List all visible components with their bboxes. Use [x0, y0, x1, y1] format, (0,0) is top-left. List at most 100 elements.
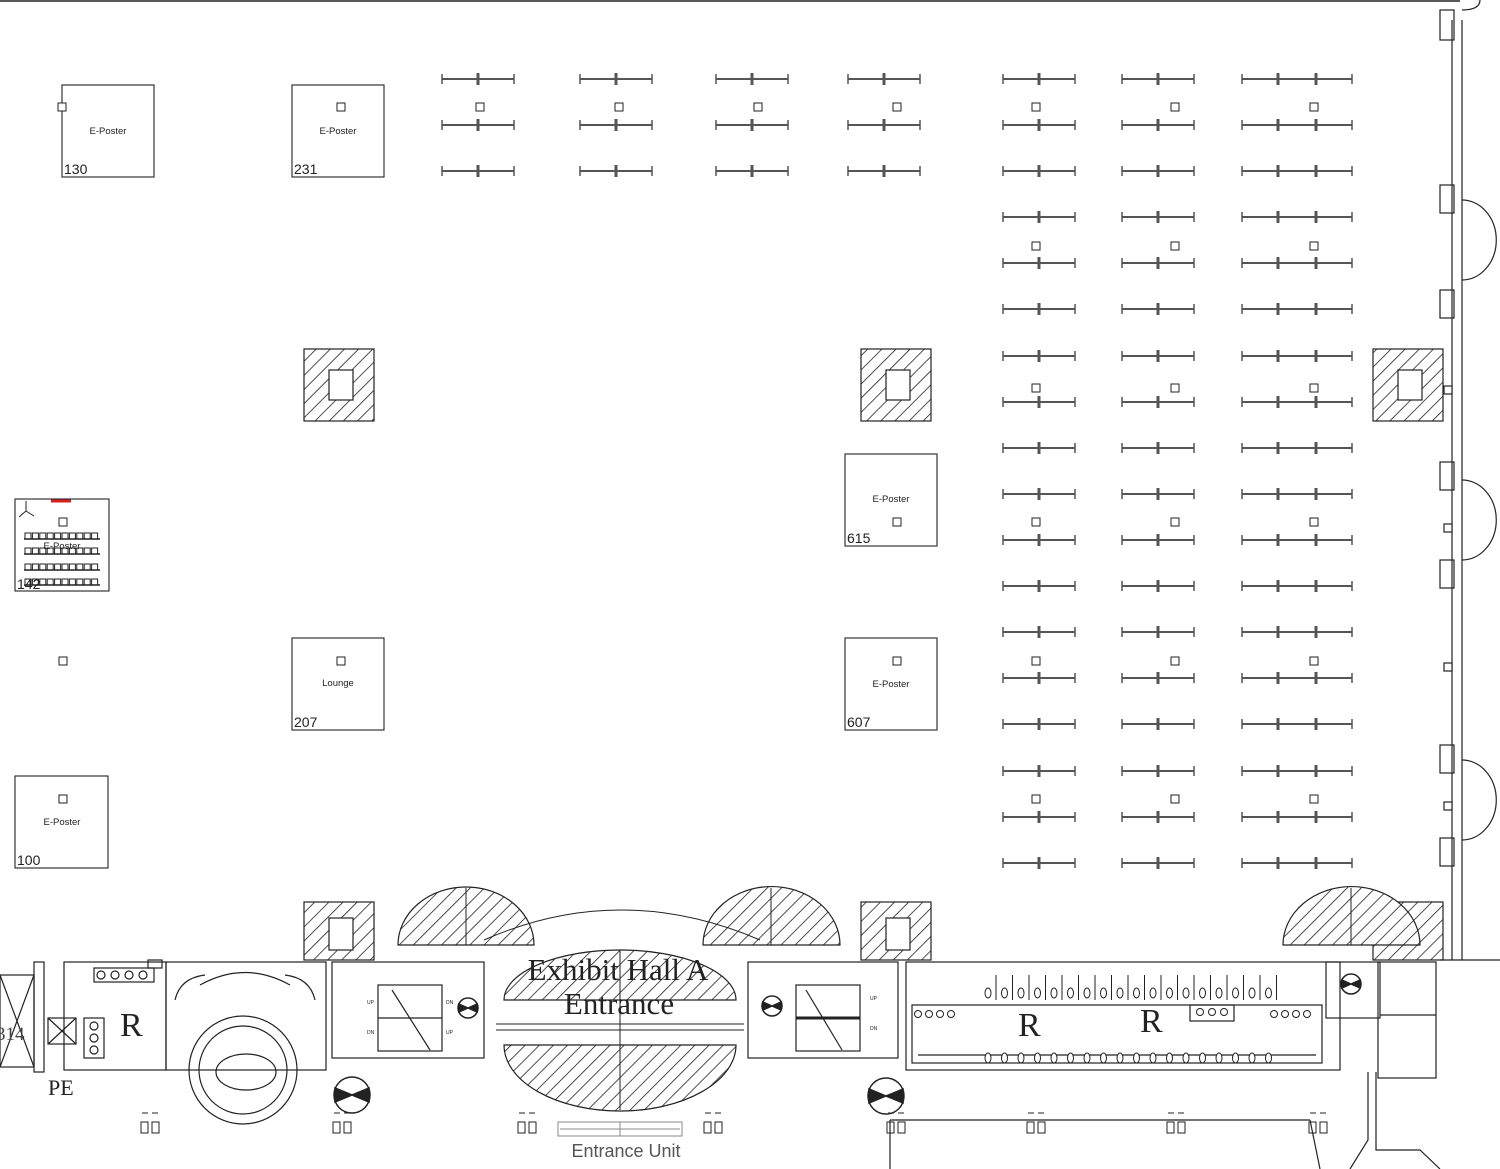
fixture: [1149, 987, 1157, 999]
fixture: [1199, 1052, 1206, 1064]
booth-label: E-Poster: [44, 817, 81, 828]
fixture: [1166, 1052, 1173, 1064]
poster-board: [441, 119, 515, 131]
booth-label: E-Poster: [44, 541, 81, 552]
poster-board: [1002, 350, 1076, 362]
seat: [24, 563, 32, 571]
poster-board: [441, 73, 515, 85]
poster-board: [1121, 350, 1195, 362]
fixture: [1265, 1052, 1272, 1064]
fixture: [1133, 987, 1140, 999]
structural-column-core: [328, 917, 354, 951]
entrance-title-line2: Entrance: [564, 986, 674, 1021]
booth-100[interactable]: E-Poster 100: [14, 775, 109, 869]
booth-130[interactable]: E-Poster 130: [57, 84, 155, 178]
svg-text:UP: UP: [367, 1000, 375, 1006]
poster-board: [1121, 119, 1195, 131]
booth-label: Lounge: [322, 678, 354, 689]
structural-column-core: [885, 917, 911, 951]
entrance-unit: [557, 1121, 683, 1137]
column-marker: [1170, 241, 1180, 251]
booth-142[interactable]: E-Poster 142: [14, 498, 110, 592]
svg-text:UP: UP: [446, 1030, 454, 1036]
exit-symbols: [333, 973, 1362, 1115]
exit-icon: [867, 1077, 905, 1115]
fixture: [1232, 1052, 1239, 1064]
fixture: [1116, 1052, 1124, 1064]
fixture: [1067, 1052, 1074, 1064]
seat: [24, 547, 32, 555]
column-marker: [1170, 794, 1180, 804]
seat: [31, 532, 39, 540]
booth-number: 207: [294, 714, 318, 730]
poster-board: [1121, 626, 1195, 638]
floor-outlet: [1166, 1112, 1186, 1134]
poster-board: [1241, 672, 1353, 684]
column-marker: [1170, 517, 1180, 527]
restroom-fixtures: [914, 975, 1311, 1064]
booth-231[interactable]: E-Poster 231: [291, 84, 385, 178]
poster-board: [1241, 73, 1353, 85]
poster-board: [1121, 718, 1195, 730]
seat: [39, 578, 47, 586]
poster-board: [715, 165, 789, 177]
poster-board: [1241, 626, 1353, 638]
column-marker: [1170, 383, 1180, 393]
entrance-title: Exhibit Hall A: [528, 952, 709, 987]
floor-outlet: [703, 1112, 723, 1134]
sink: [1281, 1010, 1289, 1018]
poster-board: [1121, 580, 1195, 592]
fixture: [1050, 1052, 1058, 1064]
floor-outlet: [332, 1112, 352, 1134]
poster-board: [579, 165, 653, 177]
booth-number: 607: [847, 714, 871, 730]
seat: [61, 578, 69, 586]
booth-207[interactable]: Lounge 207: [291, 637, 385, 731]
exit-icon: [1340, 973, 1362, 995]
column-marker: [1031, 794, 1041, 804]
structural-column-core: [328, 369, 354, 401]
entrance-area: [397, 885, 1421, 1112]
poster-board: [1002, 119, 1076, 131]
fixture: [1083, 1052, 1091, 1064]
poster-board: [1121, 73, 1195, 85]
seat: [91, 563, 99, 571]
poster-board: [1121, 396, 1195, 408]
fixture: [1083, 987, 1091, 999]
room-number-fragment: 314: [0, 1024, 25, 1045]
restroom-label: R: [1140, 1003, 1163, 1040]
poster-board: [1121, 442, 1195, 454]
column-markers: [58, 102, 1319, 804]
poster-board: [1002, 303, 1076, 315]
fixture: [1001, 987, 1008, 999]
restroom-label: R: [1018, 1007, 1041, 1044]
booth-615[interactable]: E-Poster 615: [844, 453, 938, 547]
booth-607[interactable]: E-Poster 607: [844, 637, 938, 731]
sink: [1270, 1010, 1278, 1018]
fixture: [1166, 987, 1173, 999]
seat: [54, 563, 62, 571]
booth-label: E-Poster: [90, 126, 127, 137]
restroom-label: R: [120, 1007, 143, 1044]
booth-number: 100: [17, 852, 41, 868]
fixture: [1248, 1052, 1256, 1064]
floor-outlet: [140, 1112, 160, 1134]
lower-corridor: [889, 1072, 1441, 1169]
seat: [46, 532, 54, 540]
column-marker: [1031, 656, 1041, 666]
poster-board: [1121, 488, 1195, 500]
fixture: [1215, 1052, 1223, 1064]
column-marker: [1170, 656, 1180, 666]
sink: [1292, 1010, 1300, 1018]
poster-board: [1002, 857, 1076, 869]
poster-board: [1241, 257, 1353, 269]
structural-column-core: [885, 369, 911, 401]
poster-board: [1241, 857, 1353, 869]
sink: [1196, 1008, 1204, 1016]
fixture: [1232, 987, 1239, 999]
svg-text:DN: DN: [446, 1000, 454, 1006]
poster-board: [1002, 765, 1076, 777]
speaker-icon: [18, 501, 35, 518]
fixture: [984, 987, 992, 999]
